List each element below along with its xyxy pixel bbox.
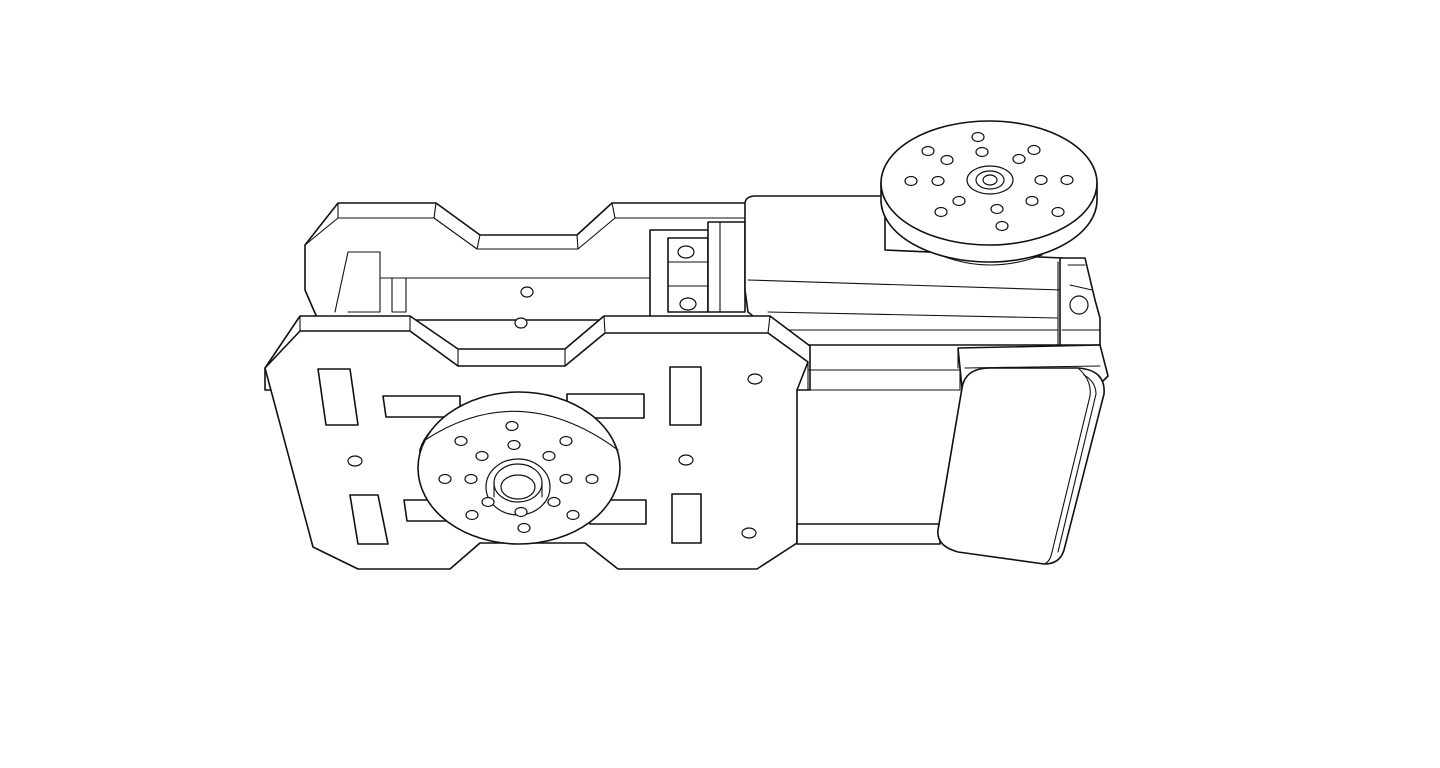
- mount-hole: [514, 317, 528, 329]
- mount-hole: [741, 527, 757, 539]
- top-servo-horn: [880, 120, 1098, 266]
- front-servo-horn: [417, 391, 621, 545]
- mount-hole: [347, 455, 363, 467]
- horn-holes: [904, 131, 1074, 232]
- mount-hole: [747, 373, 763, 385]
- mount-hole: [678, 454, 694, 466]
- battery-housing: [937, 344, 1109, 565]
- mount-hole: [520, 286, 534, 298]
- rear-clamp-block: [667, 221, 746, 313]
- horn-holes: [438, 420, 599, 534]
